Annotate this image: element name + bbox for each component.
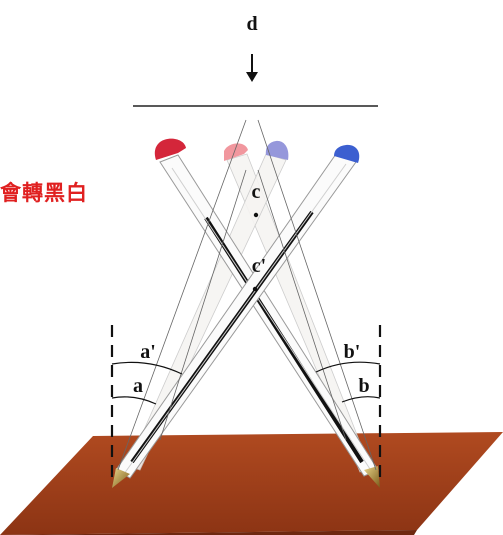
down-arrow-icon xyxy=(246,54,258,82)
point-label-c-prime: c' xyxy=(252,255,266,277)
table-edge-shadow xyxy=(0,530,417,535)
angle-arc-a-prime xyxy=(111,361,183,375)
red-annotation-text: 會轉黑白 xyxy=(0,181,88,205)
viewer-label-d: d xyxy=(246,13,257,35)
point-c-dot xyxy=(253,212,259,218)
angle-label-b: b xyxy=(358,375,369,397)
angle-label-a: a xyxy=(133,375,143,397)
pencil-red-cap xyxy=(154,138,380,488)
pencil-blue-cap xyxy=(112,144,360,488)
table-surface xyxy=(0,432,503,535)
sight-lines xyxy=(117,119,377,471)
faded-pencil-right-image xyxy=(127,140,289,471)
angle-label-b-prime: b' xyxy=(344,341,361,363)
point-c-prime-dot xyxy=(252,286,258,292)
angle-arc-a xyxy=(111,396,157,405)
angle-label-a-prime: a' xyxy=(140,341,156,363)
point-label-c: c xyxy=(252,181,261,203)
angle-arc-b-prime xyxy=(315,361,381,373)
angle-arc-b xyxy=(341,396,381,403)
